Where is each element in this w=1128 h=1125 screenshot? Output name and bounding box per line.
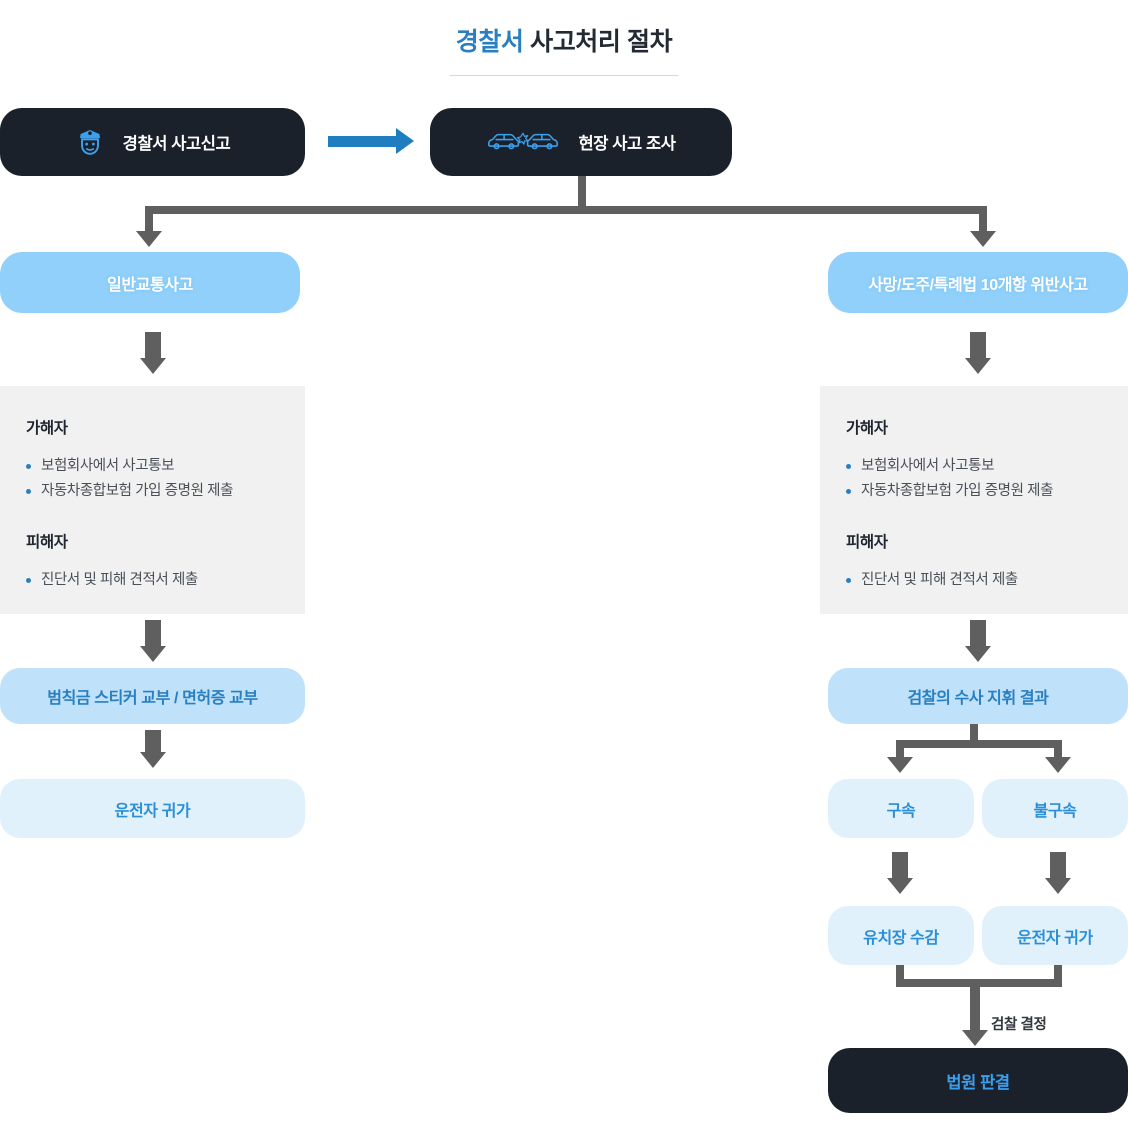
list-item-label: 보험회사에서 사고통보 [41,458,175,474]
list-item-label: 자동차종합보험 가입 증명원 제출 [41,483,234,499]
bullet-icon [846,464,851,469]
list-item: 진단서 및 피해 견적서 제출 [26,568,279,593]
panel-left-victim-list: 진단서 및 피해 견적서 제출 [26,568,279,593]
node-not-detained-label: 불구속 [1033,802,1077,820]
node-police-report-label: 경찰서 사고신고 [122,135,231,153]
panel-right-heading-offender: 가해자 [846,420,888,437]
panel-right-offender-list: 보험회사에서 사고통보 자동차종합보험 가입 증명원 제출 [846,454,1102,504]
node-scene-investigation[interactable]: 현장 사고 조사 [430,108,732,176]
panel-general-accident-parties: 가해자 보험회사에서 사고통보 자동차종합보험 가입 증명원 제출 피해자 진단… [0,386,305,614]
node-fine-sticker-license[interactable]: 범칙금 스티커 교부 / 면허증 교부 [0,668,305,724]
police-officer-icon [75,127,105,157]
node-driver-home-left[interactable]: 운전자 귀가 [0,779,305,838]
node-scene-investigation-label: 현장 사고 조사 [578,135,676,153]
panel-left-heading-victim: 피해자 [26,534,68,551]
bullet-icon [846,578,851,583]
node-serious-accident[interactable]: 사망/도주/특례법 10개항 위반사고 [828,252,1128,313]
node-prosecution-direction-result[interactable]: 검찰의 수사 지휘 결과 [828,668,1128,724]
bullet-icon [26,464,31,469]
panel-serious-accident-parties: 가해자 보험회사에서 사고통보 자동차종합보험 가입 증명원 제출 피해자 진단… [820,386,1128,614]
list-item: 자동차종합보험 가입 증명원 제출 [26,479,279,504]
page-title: 경찰서 사고처리 절차 [0,22,1128,76]
node-detained[interactable]: 구속 [828,779,974,838]
node-fine-sticker-license-label: 범칙금 스티커 교부 / 면허증 교부 [47,690,258,707]
node-jail-detention-label: 유치장 수감 [863,929,939,947]
title-divider [450,75,678,76]
node-driver-home-left-label: 운전자 귀가 [114,802,191,820]
edge-label-prosecution-decision: 검찰 결정 [991,1017,1047,1033]
panel-right-heading-victim: 피해자 [846,534,888,551]
node-prosecution-direction-result-label: 검찰의 수사 지휘 결과 [907,690,1049,707]
node-driver-home-right-label: 운전자 귀가 [1017,929,1093,947]
bullet-icon [26,489,31,494]
list-item: 보험회사에서 사고통보 [26,454,279,479]
node-court-verdict[interactable]: 법원 판결 [828,1048,1128,1113]
node-serious-accident-label: 사망/도주/특례법 10개항 위반사고 [868,276,1088,294]
node-general-traffic-accident[interactable]: 일반교통사고 [0,252,300,313]
list-item: 보험회사에서 사고통보 [846,454,1102,479]
page-title-accent: 경찰서 [455,28,524,56]
node-jail-detention[interactable]: 유치장 수감 [828,906,974,965]
list-item: 자동차종합보험 가입 증명원 제출 [846,479,1102,504]
list-item-label: 진단서 및 피해 견적서 제출 [861,572,1018,588]
list-item: 진단서 및 피해 견적서 제출 [846,568,1102,593]
node-driver-home-right[interactable]: 운전자 귀가 [982,906,1128,965]
node-police-report[interactable]: 경찰서 사고신고 [0,108,305,176]
page-title-rest: 사고처리 절차 [523,28,673,56]
node-general-traffic-accident-label: 일반교통사고 [107,276,193,294]
list-item-label: 자동차종합보험 가입 증명원 제출 [861,483,1054,499]
bullet-icon [26,578,31,583]
node-not-detained[interactable]: 불구속 [982,779,1128,838]
panel-left-heading-offender: 가해자 [26,420,68,437]
panel-right-victim-list: 진단서 및 피해 견적서 제출 [846,568,1102,593]
list-item-label: 진단서 및 피해 견적서 제출 [41,572,198,588]
panel-left-offender-list: 보험회사에서 사고통보 자동차종합보험 가입 증명원 제출 [26,454,279,504]
node-detained-label: 구속 [886,802,916,820]
list-item-label: 보험회사에서 사고통보 [861,458,995,474]
bullet-icon [846,489,851,494]
car-collision-icon [486,128,560,156]
node-court-verdict-label: 법원 판결 [946,1073,1010,1092]
